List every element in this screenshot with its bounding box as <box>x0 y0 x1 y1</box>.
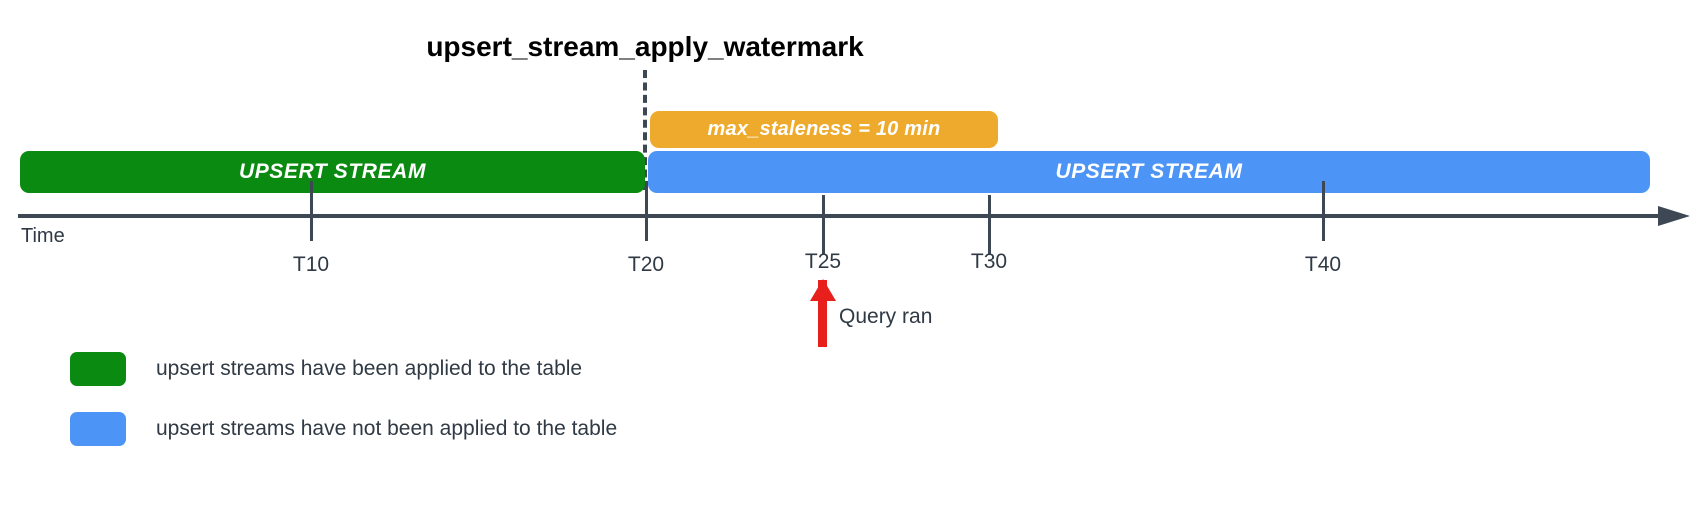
axis-tick-label-t40: T40 <box>1304 253 1342 276</box>
axis-tick-mark <box>988 195 991 255</box>
axis-tick-mark <box>1322 181 1325 241</box>
query-ran-label: Query ran <box>839 305 933 328</box>
time-axis-label: Time <box>21 225 65 247</box>
legend-item-label: upsert streams have not been applied to … <box>156 417 618 440</box>
watermark-marker-line <box>643 70 647 190</box>
bar-max-staleness: max_staleness = 10 min <box>650 111 998 148</box>
diagram-title: upsert_stream_apply_watermark <box>426 31 864 62</box>
axis-tick-mark <box>822 195 825 255</box>
time-axis-arrow-icon <box>1658 206 1690 226</box>
query-ran-arrow-shaft <box>818 280 827 347</box>
axis-tick-label-t30: T30 <box>970 250 1008 273</box>
legend-color-swatch <box>70 412 126 446</box>
legend-color-swatch <box>70 352 126 386</box>
legend-item: upsert streams have been applied to the … <box>70 352 582 386</box>
legend-item-label: upsert streams have been applied to the … <box>156 357 583 380</box>
axis-tick-mark <box>310 181 313 241</box>
axis-tick-label-t25: T25 <box>804 250 842 273</box>
query-ran-arrow-icon <box>810 279 836 301</box>
bar-upsert-stream-not-applied: UPSERT STREAM <box>648 151 1650 193</box>
axis-tick-label-t20: T20 <box>627 253 665 276</box>
bar-upsert-stream-applied: UPSERT STREAM <box>20 151 645 193</box>
axis-tick-mark <box>645 181 648 241</box>
axis-tick-label-t10: T10 <box>292 253 330 276</box>
legend-item: upsert streams have not been applied to … <box>70 412 617 446</box>
time-axis-line <box>18 214 1680 218</box>
